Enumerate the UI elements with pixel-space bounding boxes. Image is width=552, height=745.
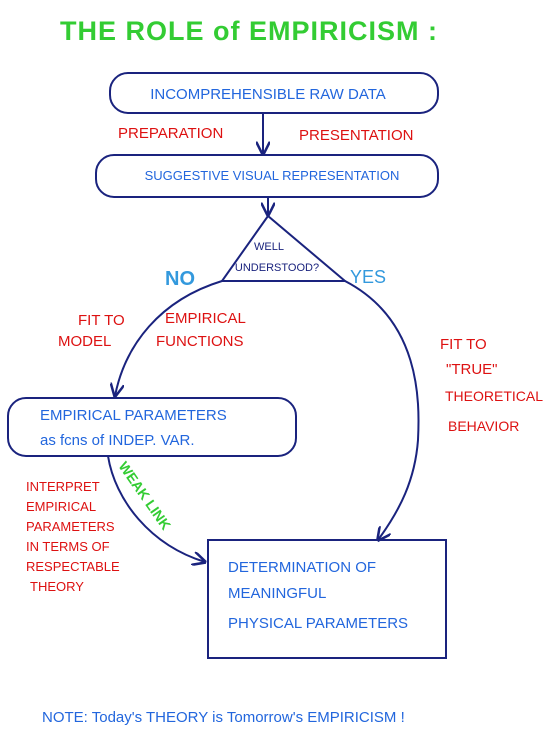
fit-true-line1: FIT TO [440, 336, 487, 353]
determination-line1: DETERMINATION OF [228, 559, 376, 576]
interpret-line4: IN TERMS OF [26, 539, 110, 554]
yes-branch-curve [344, 280, 420, 540]
presentation-label: PRESENTATION [299, 127, 413, 144]
interpret-line1: INTERPRET [26, 479, 100, 494]
diagram-title: THE ROLE of EMPIRICISM : [60, 16, 438, 46]
determination-line3: PHYSICAL PARAMETERS [228, 615, 408, 632]
fit-model-line1: FIT TO [78, 312, 125, 329]
decision-line2: UNDERSTOOD? [235, 262, 319, 274]
raw-data-box [109, 72, 439, 114]
empirical-parameters-box [7, 397, 297, 457]
raw-data-label: INCOMPREHENSIBLE RAW DATA [150, 86, 386, 103]
decision-triangle [220, 214, 348, 282]
fit-model-line2: MODEL [58, 333, 111, 350]
no-branch-curve [115, 280, 223, 396]
fit-true-line2: "TRUE" [446, 361, 497, 378]
determination-box [207, 539, 447, 659]
decision-line1: WELL [254, 241, 284, 253]
visual-representation-label: SUGGESTIVE VISUAL REPRESENTATION [145, 168, 400, 183]
fit-true-line4: BEHAVIOR [448, 418, 519, 434]
interpret-line5: RESPECTABLE [26, 559, 120, 574]
preparation-label: PREPARATION [118, 125, 223, 142]
determination-line2: MEANINGFUL [228, 585, 326, 602]
no-label: NO [165, 268, 195, 290]
yes-label: YES [350, 267, 386, 287]
empirical-parameters-line1: EMPIRICAL PARAMETERS [40, 407, 227, 424]
interpret-line3: PARAMETERS [26, 519, 115, 534]
footer-note: NOTE: Today's THEORY is Tomorrow's EMPIR… [42, 709, 405, 726]
empirical-functions-line1: EMPIRICAL [165, 310, 246, 327]
fit-true-line3: THEORETICAL [445, 388, 543, 404]
interpret-line6: THEORY [30, 579, 84, 594]
weak-link-label: WEAK LINK [116, 459, 175, 533]
empirical-parameters-line2: as fcns of INDEP. VAR. [40, 432, 195, 449]
weak-link-curve [107, 455, 205, 562]
empirical-functions-line2: FUNCTIONS [156, 333, 244, 350]
interpret-line2: EMPIRICAL [26, 499, 96, 514]
